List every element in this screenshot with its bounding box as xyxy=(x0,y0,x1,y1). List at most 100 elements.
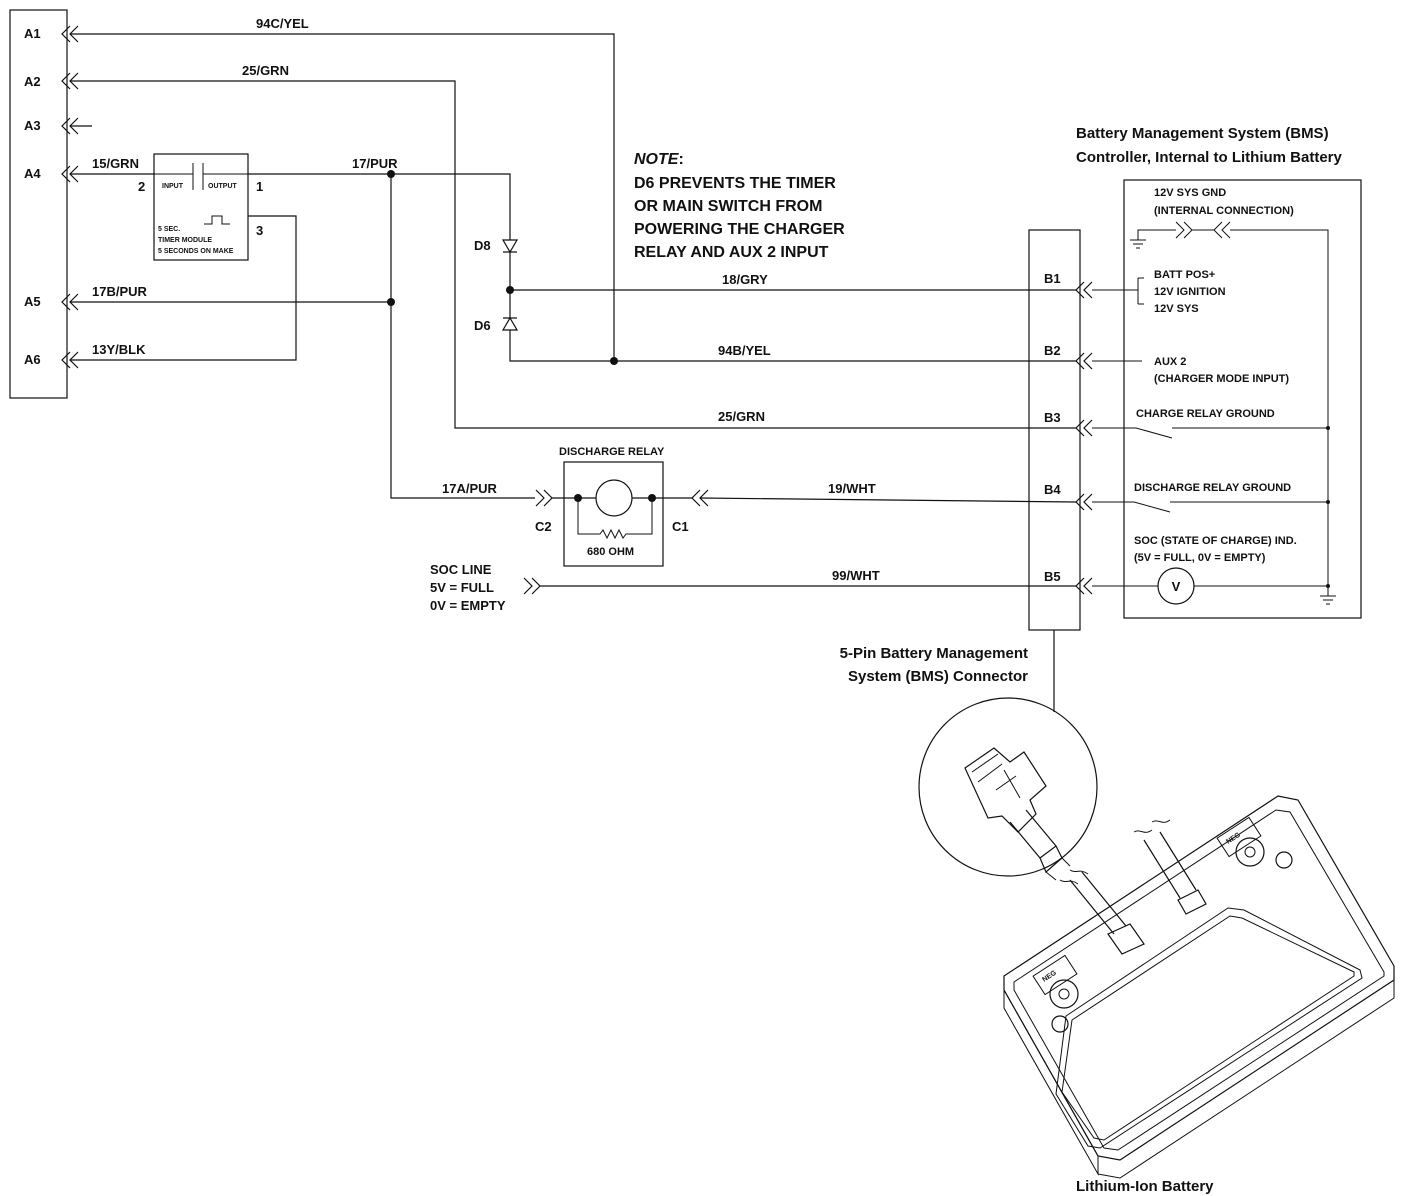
relay-coil-icon xyxy=(595,479,633,517)
resistor-icon xyxy=(577,498,653,540)
chevron-icon xyxy=(1075,577,1093,595)
chevron-icon xyxy=(1075,281,1093,299)
pin-label-a5: A5 xyxy=(24,294,41,309)
diode-d8-label: D8 xyxy=(474,238,491,253)
wires: 94C/YEL 25/GRN 25/GRN 15/GRN 17/PUR 17A/… xyxy=(70,16,1077,587)
timer-input-label: INPUT xyxy=(162,183,184,190)
bolt-icon xyxy=(1051,1015,1069,1033)
pin-label-a3: A3 xyxy=(24,118,41,133)
diode-d6-label: D6 xyxy=(474,318,491,333)
bms-gnd-label-2: (INTERNAL CONNECTION) xyxy=(1154,205,1294,217)
wire-label-15-grn: 15/GRN xyxy=(92,156,139,171)
bms-gnd-label-1: 12V SYS GND xyxy=(1154,187,1226,199)
soc-line-full: 5V = FULL xyxy=(430,580,494,595)
bms-controller-box xyxy=(1123,179,1362,619)
wire-label-25-grn-a2: 25/GRN xyxy=(242,63,289,78)
ground-icon xyxy=(1320,595,1336,605)
bms-connector: B1 B2 B3 B4 B5 5-Pin Battery Management … xyxy=(840,229,1093,712)
terminal-label-1: NEG xyxy=(1041,969,1058,983)
relay-c2-label: C2 xyxy=(535,519,552,534)
pin-label-a4: A4 xyxy=(24,166,41,181)
bms-pin-b3: B3 xyxy=(1044,410,1061,425)
terminal-icon xyxy=(1235,837,1265,867)
pin-label-a2: A2 xyxy=(24,74,41,89)
discharge-relay: DISCHARGE RELAY C2 C1 680 OHM xyxy=(535,446,709,567)
bms-pin-b4: B4 xyxy=(1044,482,1061,497)
timer-module: INPUT OUTPUT 5 SEC. TIMER MODULE 5 SECON… xyxy=(138,153,263,261)
wire-label-25-grn-b3: 25/GRN xyxy=(718,409,765,424)
bms-b5-label-2: (5V = FULL, 0V = EMPTY) xyxy=(1134,552,1266,564)
note-line-1: D6 PREVENTS THE TIMER xyxy=(634,175,836,192)
wire-label-19-wht: 19/WHT xyxy=(828,481,876,496)
bms-b1-label-1: BATT POS+ xyxy=(1154,269,1215,281)
bms-b2-label-2: (CHARGER MODE INPUT) xyxy=(1154,373,1289,385)
voltmeter-label: V xyxy=(1172,579,1181,594)
relay-body xyxy=(563,461,664,567)
bms-b1-label-2: 12V IGNITION xyxy=(1154,286,1226,298)
terminal-icon xyxy=(1049,979,1079,1009)
bms-b4-label: DISCHARGE RELAY GROUND xyxy=(1134,482,1291,494)
wire-label-17a-pur: 17A/PUR xyxy=(442,481,498,496)
note-line-3: POWERING THE CHARGER xyxy=(634,221,845,238)
timer-pin-3: 3 xyxy=(256,223,263,238)
note-line-2: OR MAIN SWITCH FROM xyxy=(634,198,822,215)
junction-dot xyxy=(1326,500,1330,504)
chevron-icon xyxy=(1175,221,1193,239)
junction-dot xyxy=(506,286,514,294)
chevron-icon xyxy=(535,489,553,507)
junction-dot xyxy=(387,298,395,306)
junction-dot xyxy=(387,170,395,178)
junction-dot xyxy=(1326,426,1330,430)
chevron-icon xyxy=(1075,419,1093,437)
bms-controller-title-2: Controller, Internal to Lithium Battery xyxy=(1076,149,1343,166)
soc-line: SOC LINE 5V = FULL 0V = EMPTY xyxy=(430,562,541,613)
wire-label-13y-blk: 13Y/BLK xyxy=(92,342,146,357)
bms-pin-b5: B5 xyxy=(1044,569,1061,584)
chevron-icon xyxy=(1075,352,1093,370)
chevron-icon xyxy=(1213,221,1231,239)
diode-d8-icon xyxy=(501,239,519,254)
bms-b2-label-1: AUX 2 xyxy=(1154,356,1186,368)
wire-label-94c-yel: 94C/YEL xyxy=(256,16,309,31)
wire-label-99-wht: 99/WHT xyxy=(832,568,880,583)
relay-c1-label: C1 xyxy=(672,519,689,534)
diode-d6-icon xyxy=(501,316,519,331)
lithium-battery-illustration: NEG NEG Lithium-Ion Battery xyxy=(918,697,1395,1195)
wire-label-17-pur: 17/PUR xyxy=(352,156,398,171)
bms-b5-label-1: SOC (STATE OF CHARGE) IND. xyxy=(1134,535,1297,547)
resistor-label: 680 OHM xyxy=(587,546,634,558)
junction-dot xyxy=(1326,584,1330,588)
ground-icon xyxy=(1130,239,1146,249)
note-heading: NOTE: xyxy=(634,151,684,168)
bms-controller-title-1: Battery Management System (BMS) xyxy=(1076,125,1329,142)
pin-label-a6: A6 xyxy=(24,352,41,367)
bms-connector-caption-2: System (BMS) Connector xyxy=(848,668,1028,685)
battery-caption: Lithium-Ion Battery xyxy=(1076,1178,1214,1195)
wire-label-18-gry: 18/GRY xyxy=(722,272,768,287)
bms-pin-b1: B1 xyxy=(1044,271,1061,286)
timer-pin-2: 2 xyxy=(138,179,145,194)
timer-desc-2: TIMER MODULE xyxy=(158,237,212,244)
bolt-icon xyxy=(1275,851,1293,869)
soc-line-title: SOC LINE xyxy=(430,562,492,577)
pulse-icon xyxy=(204,215,230,225)
left-connector-body xyxy=(9,9,68,399)
bms-pin-b2: B2 xyxy=(1044,343,1061,358)
chevron-icon xyxy=(523,577,541,595)
note-block: NOTE: D6 PREVENTS THE TIMER OR MAIN SWIT… xyxy=(634,151,845,261)
plug-icon xyxy=(964,747,1071,881)
chevron-icon xyxy=(1075,493,1093,511)
left-connector: A1 A2 A3 A4 A5 A6 xyxy=(9,9,92,399)
bms-controller: Battery Management System (BMS) Controll… xyxy=(1076,125,1362,619)
note-line-4: RELAY AND AUX 2 INPUT xyxy=(634,244,829,261)
junction-dot xyxy=(610,357,618,365)
bms-connector-caption-1: 5-Pin Battery Management xyxy=(840,645,1028,662)
bms-b1-label-3: 12V SYS xyxy=(1154,303,1199,315)
timer-desc-3: 5 SECONDS ON MAKE xyxy=(158,248,234,255)
timer-desc-1: 5 SEC. xyxy=(158,226,180,233)
diodes: D8 D6 xyxy=(474,238,519,333)
relay-title: DISCHARGE RELAY xyxy=(559,446,665,458)
timer-pin-1: 1 xyxy=(256,179,263,194)
wire-label-17b-pur: 17B/PUR xyxy=(92,284,148,299)
